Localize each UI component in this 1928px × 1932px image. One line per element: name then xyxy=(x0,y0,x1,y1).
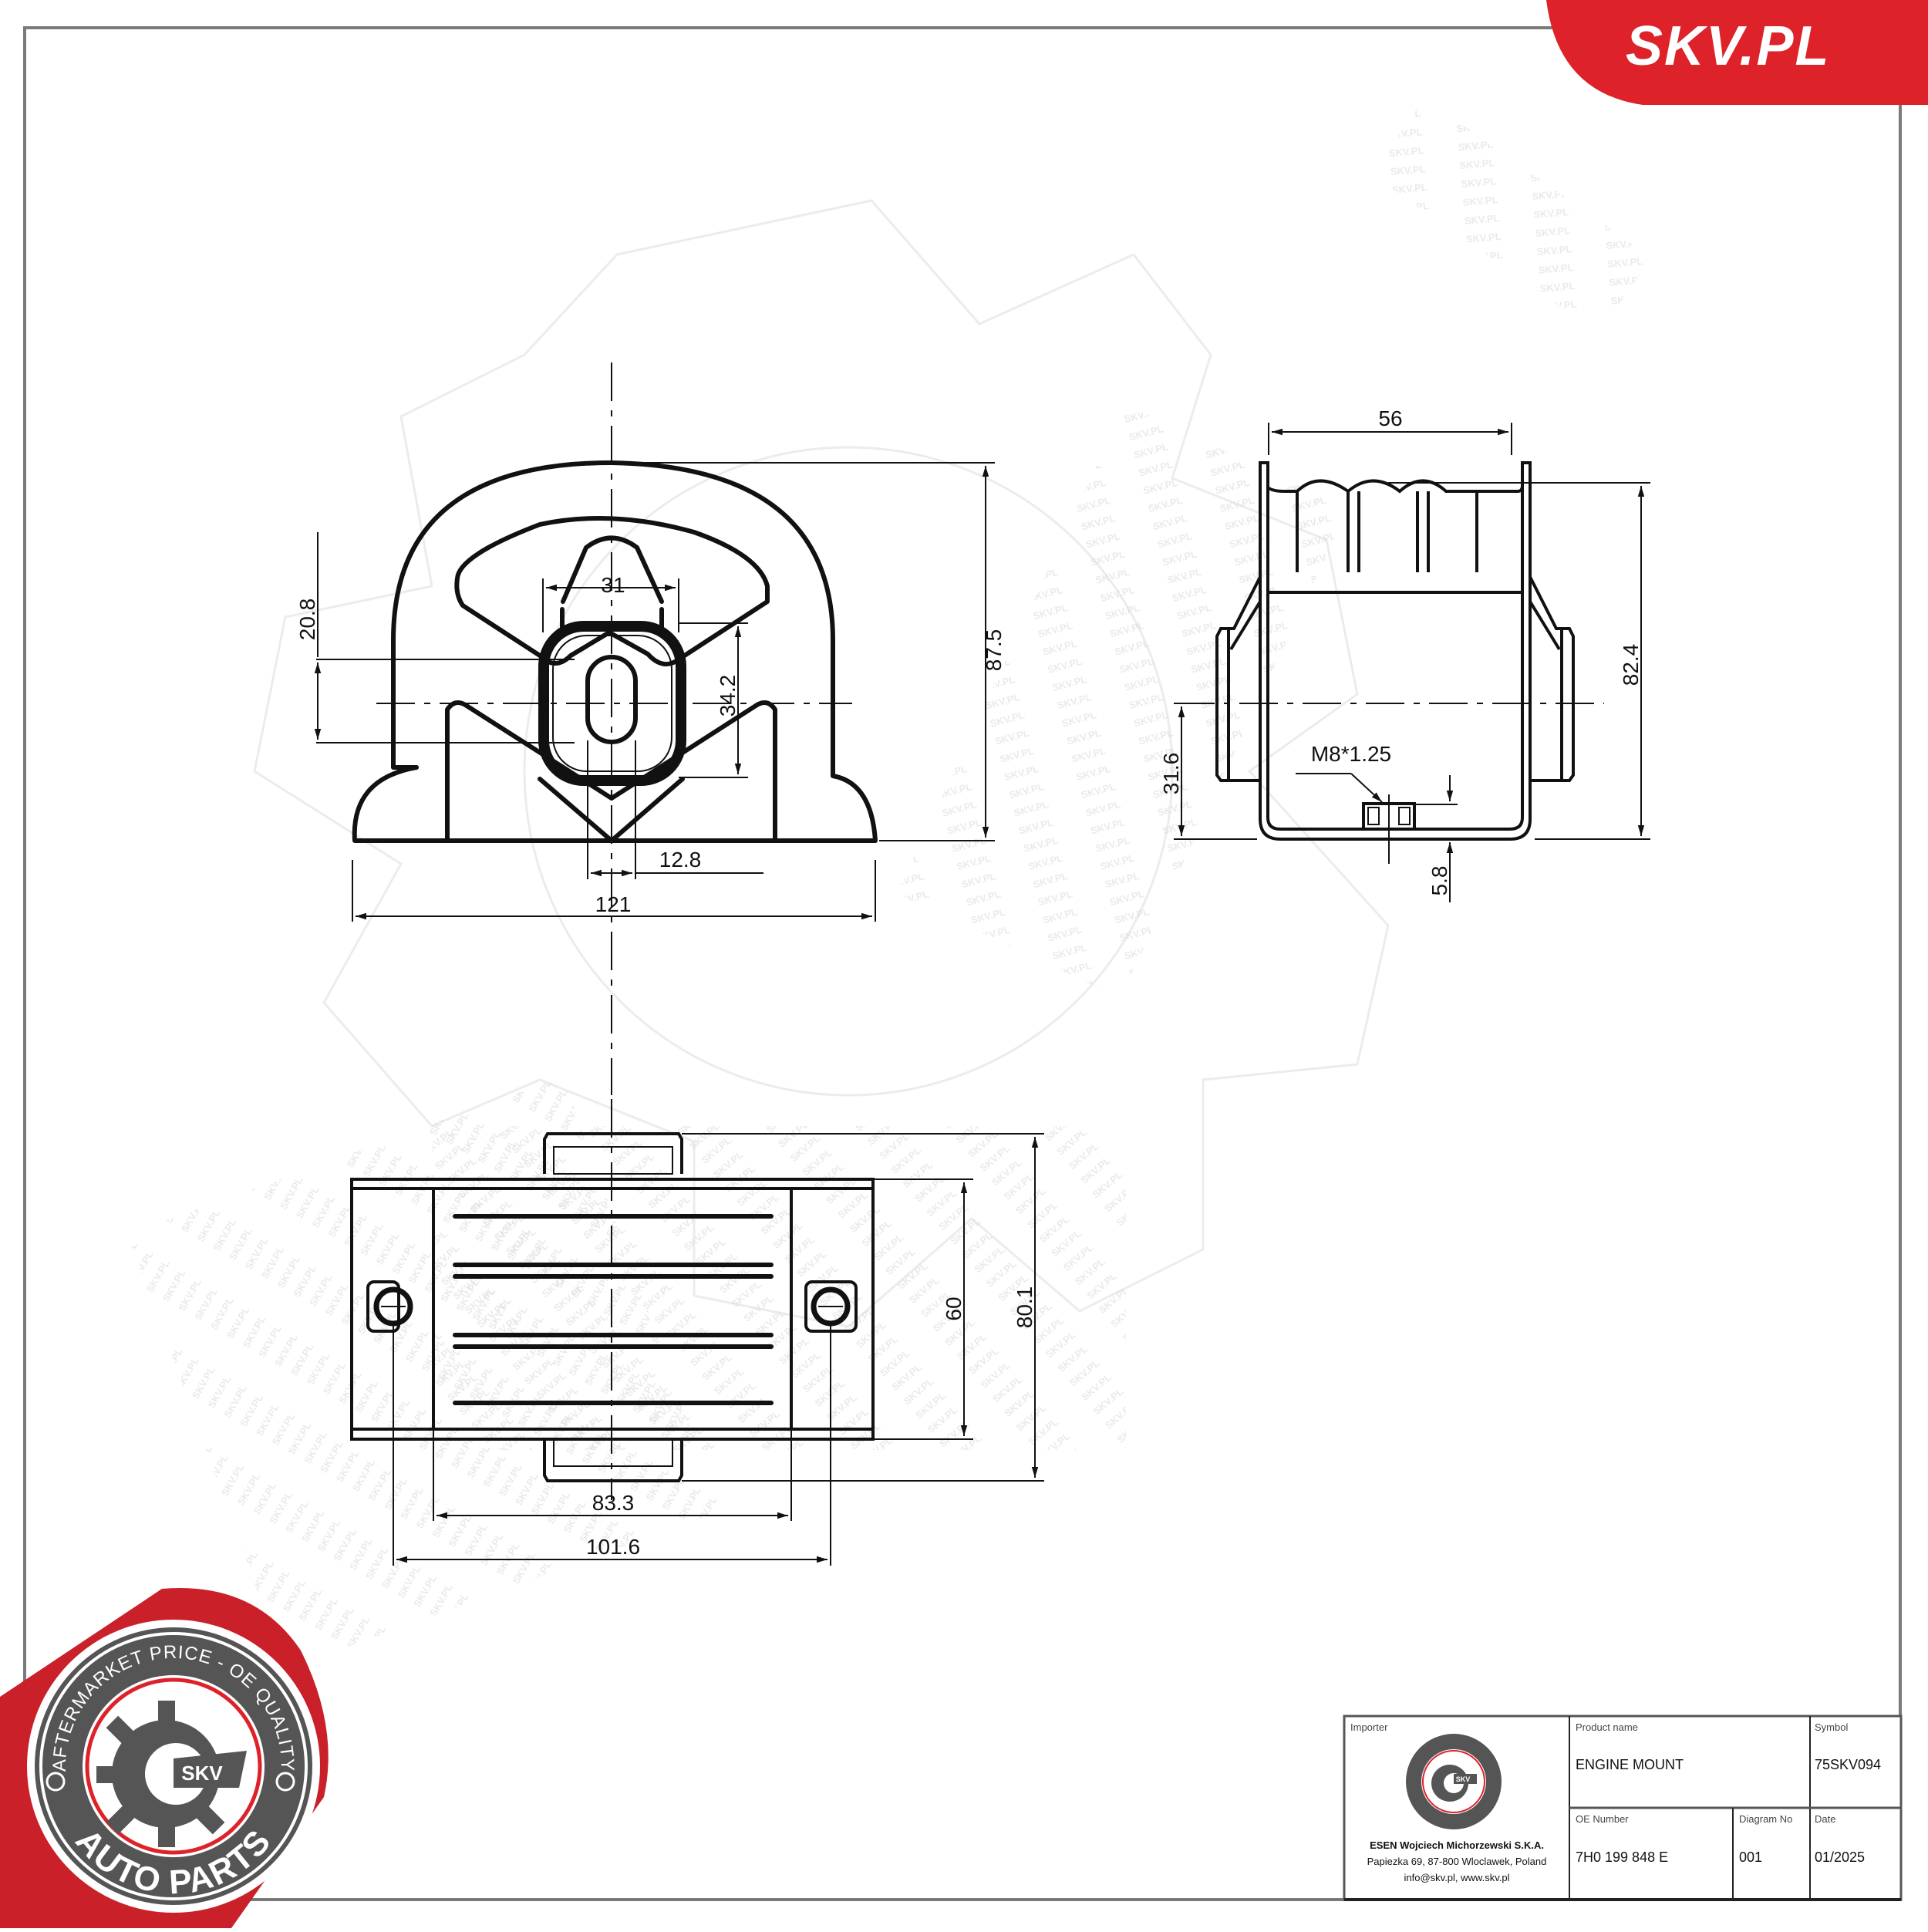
dim-inner-width: 83.3 xyxy=(592,1491,635,1515)
importer-contact: info@skv.pl, www.skv.pl xyxy=(1404,1872,1510,1883)
date-label: Date xyxy=(1815,1813,1835,1825)
dim-total-height: 87.5 xyxy=(982,629,1006,672)
importer-logo: SKV xyxy=(1406,1734,1502,1829)
importer-label: Importer xyxy=(1350,1721,1388,1733)
svg-text:SKV: SKV xyxy=(1456,1775,1471,1783)
dim-bushing-offset: 20.8 xyxy=(295,598,319,641)
oe-number-value: 7H0 199 848 E xyxy=(1576,1849,1668,1865)
dim-bushing-height: 34.2 xyxy=(716,675,740,717)
dim-side-height: 82.4 xyxy=(1619,644,1643,686)
importer-company: ESEN Wojciech Michorzewski S.K.A. xyxy=(1370,1839,1544,1851)
sheet-frame xyxy=(23,26,1902,1901)
badge-center-text: SKV xyxy=(181,1762,223,1785)
brand-banner-text: SKV.PL xyxy=(1626,15,1830,77)
date-value: 01/2025 xyxy=(1815,1849,1865,1865)
dim-body-depth: 60 xyxy=(942,1296,966,1320)
oe-number-label: OE Number xyxy=(1576,1813,1629,1825)
thread-callout: M8*1.25 xyxy=(1311,742,1391,766)
dim-slot-width: 31 xyxy=(601,573,625,597)
dim-bolt-spacing: 101.6 xyxy=(586,1535,640,1559)
title-block: Importer SKV ESEN Wojciech Michorzewski … xyxy=(1343,1715,1903,1901)
gear-icon xyxy=(96,1701,247,1847)
diagram-no-value: 001 xyxy=(1739,1849,1762,1865)
dim-hole-width: 12.8 xyxy=(659,848,702,872)
symbol-value: 75SKV094 xyxy=(1815,1757,1881,1772)
dim-total-depth: 80.1 xyxy=(1013,1286,1036,1329)
importer-address: Papiezka 69, 87-800 Wloclawek, Poland xyxy=(1367,1856,1547,1867)
front-view: 87.5 121 12.8 31 20.8 34.2 xyxy=(295,362,1006,1095)
dim-total-width: 121 xyxy=(595,892,632,916)
brand-banner: SKV.PL xyxy=(1546,0,1928,105)
brand-badge: AFTERMARKET PRICE - OE QUALITY AUTO PART… xyxy=(0,1588,329,1928)
side-view: 56 82.4 31.6 5.8 M8*1.25 xyxy=(1159,406,1650,902)
symbol-label: Symbol xyxy=(1815,1721,1848,1733)
product-name-value: ENGINE MOUNT xyxy=(1576,1757,1684,1772)
bottom-view: 60 80.1 83.3 101.6 xyxy=(350,1099,1044,1566)
dim-center-height: 31.6 xyxy=(1159,753,1183,795)
dim-stud-height: 5.8 xyxy=(1427,866,1451,896)
dim-side-width: 56 xyxy=(1378,406,1402,430)
product-name-label: Product name xyxy=(1576,1721,1638,1733)
watermark xyxy=(127,98,1652,1670)
diagram-no-label: Diagram No xyxy=(1739,1813,1792,1825)
